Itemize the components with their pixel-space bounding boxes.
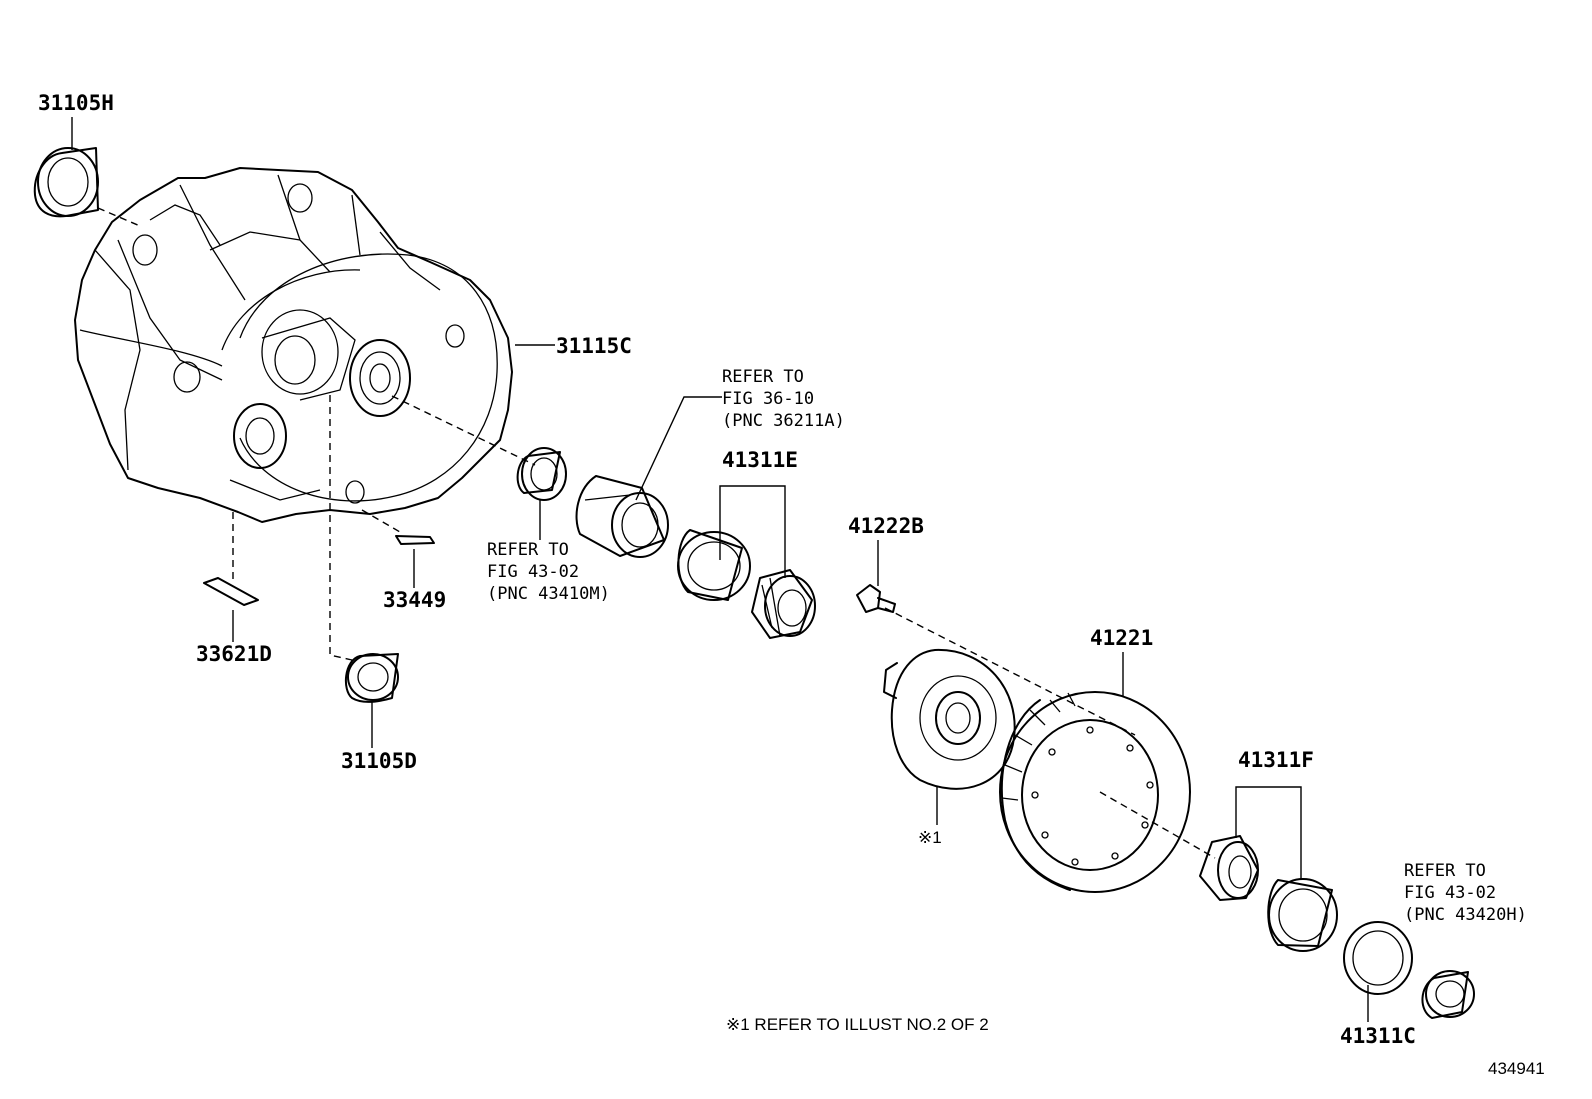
differential-case bbox=[883, 648, 1016, 790]
transaxle-case-illustration bbox=[74, 167, 513, 523]
ref-line: FIG 43-02 bbox=[487, 562, 579, 582]
bearing-41311e bbox=[677, 529, 816, 639]
oil-seal-31105d bbox=[344, 653, 399, 703]
callout-33449: 33449 bbox=[383, 588, 446, 612]
callout-33621d: 33621D bbox=[196, 642, 272, 666]
oil-seal-43410m bbox=[516, 447, 567, 501]
ring-gear-41221 bbox=[999, 691, 1191, 893]
callout-41311c: 41311C bbox=[1340, 1024, 1416, 1048]
footnote: ※1 REFER TO ILLUST NO.2 OF 2 bbox=[726, 1015, 989, 1034]
shim-41311c bbox=[1343, 921, 1413, 995]
oil-seal-43420h bbox=[1421, 970, 1475, 1019]
ref-line: FIG 43-02 bbox=[1404, 883, 1496, 903]
bolt-41222b bbox=[856, 584, 896, 613]
assembly-axes bbox=[97, 207, 1216, 859]
sleeve-36211a bbox=[575, 475, 669, 558]
ref-line: REFER TO bbox=[1404, 861, 1486, 881]
reference-note-fig-43-02-h: REFER TO FIG 43-02 (PNC 43420H) bbox=[1404, 861, 1527, 925]
oil-seal-31105h bbox=[33, 147, 99, 218]
callout-41311e: 41311E bbox=[722, 448, 798, 472]
callout-41221: 41221 bbox=[1090, 626, 1153, 650]
ref-line: (PNC 43410M) bbox=[487, 584, 610, 604]
ref-line: (PNC 36211A) bbox=[722, 411, 845, 431]
callout-star1: ※1 bbox=[918, 828, 942, 847]
callout-41311f: 41311F bbox=[1238, 748, 1314, 772]
callout-41222b: 41222B bbox=[848, 514, 924, 538]
callout-31105d: 31105D bbox=[341, 749, 417, 773]
ref-line: FIG 36-10 bbox=[722, 389, 814, 409]
ref-line: REFER TO bbox=[487, 540, 569, 560]
callout-31115c: 31115C bbox=[556, 334, 632, 358]
leader-lines bbox=[71, 117, 1369, 1022]
callout-31105h: 31105H bbox=[38, 91, 114, 115]
bearing-41311f bbox=[1199, 835, 1338, 952]
reference-note-fig-36-10: REFER TO FIG 36-10 (PNC 36211A) bbox=[722, 367, 845, 431]
plug-33449 bbox=[395, 535, 435, 545]
ref-line: REFER TO bbox=[722, 367, 804, 387]
figure-number: 434941 bbox=[1488, 1059, 1545, 1078]
ref-line: (PNC 43420H) bbox=[1404, 905, 1527, 925]
reference-note-fig-43-02-m: REFER TO FIG 43-02 (PNC 43410M) bbox=[487, 540, 610, 604]
plate-33621d bbox=[203, 577, 259, 606]
